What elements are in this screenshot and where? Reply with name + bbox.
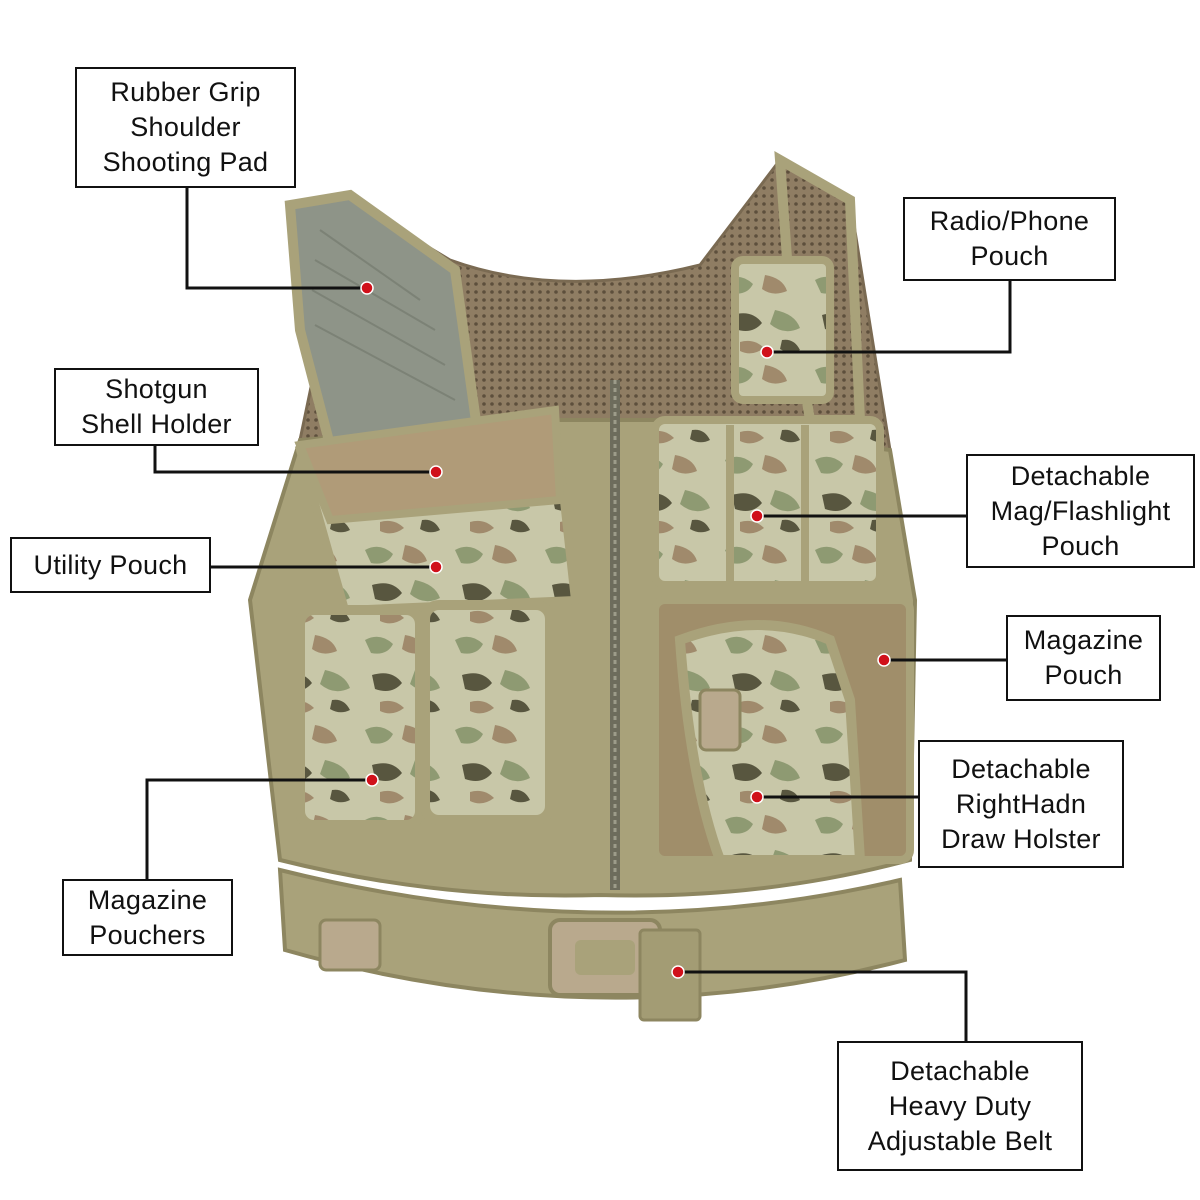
label-line: Heavy Duty	[888, 1090, 1032, 1121]
label-line: Magazine	[1023, 625, 1144, 655]
label-line: Detachable	[890, 1055, 1030, 1086]
radio-phone-pouch-shape	[731, 256, 834, 404]
label-detachable-mag-flashlight-pouch: Detachable Mag/Flashlight Pouch	[966, 454, 1195, 568]
label-detachable-holster: Detachable RightHadn Draw Holster	[918, 740, 1124, 868]
label-line: Pouchers	[89, 919, 206, 950]
label-line: Adjustable Belt	[867, 1125, 1053, 1156]
label-line: Rubber Grip	[110, 77, 261, 107]
mag-flashlight-pouch-shape	[651, 416, 884, 589]
magazine-pouch-left-2	[420, 600, 555, 825]
label-utility-pouch: Utility Pouch	[10, 537, 211, 593]
marker-dots	[360, 281, 891, 979]
label-detachable-belt: Detachable Heavy Duty Adjustable Belt	[837, 1041, 1083, 1171]
label-line: Shotgun	[105, 374, 208, 404]
magazine-pouch-left-1	[295, 605, 425, 830]
label-line: Pouch	[970, 241, 1049, 271]
label-magazine-pouchers: Magazine Pouchers	[62, 879, 233, 956]
label-line: RightHadn	[955, 788, 1087, 819]
label-rubber-grip-pad: Rubber Grip Shoulder Shooting Pad	[75, 67, 296, 188]
label-shotgun-shell-holder: Shotgun Shell Holder	[54, 368, 259, 446]
label-line: Detachable	[1010, 460, 1151, 491]
label-line: Radio/Phone	[929, 206, 1090, 236]
label-line: Detachable	[951, 753, 1091, 784]
label-line: Shooting Pad	[102, 147, 269, 177]
label-line: Draw Holster	[941, 823, 1101, 854]
label-line: Magazine	[87, 884, 208, 915]
label-line: Utility Pouch	[33, 549, 188, 580]
shotgun-shell-holder-flap	[294, 405, 565, 525]
leader-lines	[145, 185, 1012, 1042]
label-line: Mag/Flashlight	[990, 495, 1171, 526]
label-magazine-pouch: Magazine Pouch	[1006, 615, 1161, 701]
label-line: Shoulder	[130, 112, 241, 142]
label-line: Pouch	[1041, 530, 1120, 561]
draw-holster-shape	[674, 620, 866, 865]
shoulder-shooting-pad	[284, 189, 486, 456]
label-radio-phone-pouch: Radio/Phone Pouch	[903, 197, 1116, 281]
label-line: Shell Holder	[81, 409, 232, 439]
label-line: Pouch	[1044, 660, 1123, 690]
